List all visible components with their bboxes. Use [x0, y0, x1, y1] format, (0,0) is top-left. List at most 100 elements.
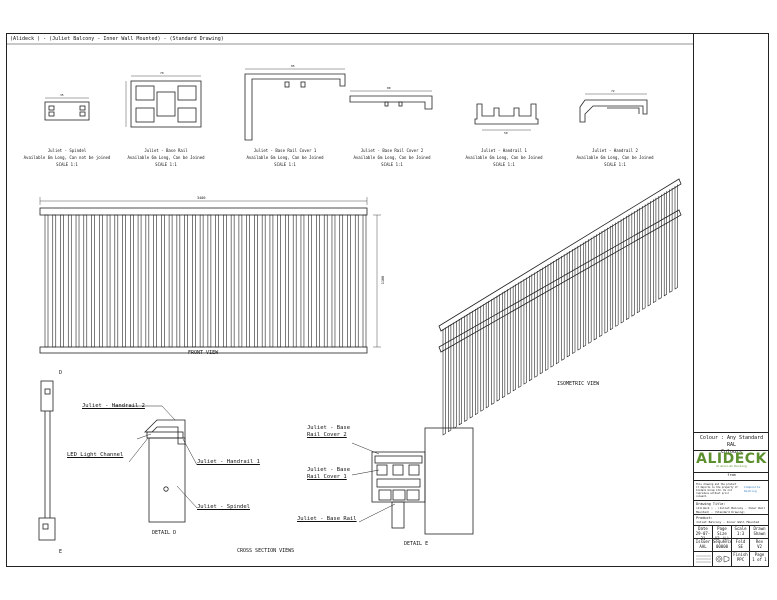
iso-spindle [658, 194, 662, 300]
detail-d-label: DETAIL D [152, 530, 177, 536]
iso-spindle [615, 221, 619, 327]
iso-spindle [674, 184, 678, 290]
stamp-cell [694, 552, 713, 567]
front-view-spindles [44, 214, 367, 348]
front-spindle [269, 214, 274, 348]
iso-spindle [448, 324, 452, 433]
iso-spindle [636, 207, 641, 314]
front-spindle [176, 214, 181, 348]
front-spindle [122, 214, 126, 348]
iso-spindle [502, 290, 506, 399]
front-spindle [354, 214, 359, 348]
iso-spindle [631, 211, 635, 317]
iso-spindle [669, 187, 673, 293]
front-spindle [145, 214, 150, 348]
logo-subtitle: Aluminium Decking [716, 464, 747, 468]
iso-spindle [539, 267, 543, 375]
front-spindle [137, 214, 142, 348]
colour-note: Colour : Any Standard RAL Colours [694, 432, 769, 455]
iso-spindle [561, 254, 565, 361]
base-rail-profile-icon [125, 75, 202, 128]
iso-spindle [577, 244, 581, 351]
iso-spindle [491, 297, 495, 405]
projection-symbol-icon [713, 552, 732, 567]
detail-marker-d: D [59, 370, 63, 376]
callout-led-channel: LED Light Channel [67, 452, 124, 458]
front-spindle [153, 214, 157, 348]
front-view-label: FRONT VIEW [188, 350, 219, 356]
dim-base-rail: 70 [160, 71, 164, 75]
iso-spindle [620, 217, 624, 324]
detail-e-label: DETAIL E [404, 541, 429, 547]
front-spindle [246, 214, 250, 348]
front-spindle [362, 214, 367, 348]
iso-spindle [507, 287, 511, 395]
front-spindle [130, 214, 134, 348]
front-spindle [316, 214, 320, 348]
detail-marker-e: E [59, 549, 63, 555]
dim-spindel: 35 [60, 93, 64, 97]
iso-spindle [453, 320, 457, 429]
iso-spindle [566, 251, 570, 358]
front-spindle [75, 214, 80, 348]
front-spindle [331, 214, 336, 348]
cross-section-label: CROSS SECTION VIEWS [237, 548, 295, 554]
front-spindle [106, 214, 111, 348]
dim-cover-2: 80 [387, 86, 391, 90]
iso-spindle [599, 231, 603, 338]
iso-spindle [518, 280, 522, 388]
front-spindle [308, 214, 313, 348]
iso-spindle [523, 277, 527, 385]
notice-block: This drawing and the product it depicts … [694, 480, 769, 500]
product-block: Product: Juliet Balcony - Inner Wall Mou… [694, 514, 769, 525]
iso-spindle [593, 234, 597, 341]
iso-spindle [458, 317, 462, 426]
side-elevation-detail [38, 380, 56, 541]
iso-spindle [550, 260, 554, 368]
front-spindle [261, 214, 266, 348]
iso-spindle [480, 304, 484, 412]
iso-spindle [496, 294, 500, 402]
isometric-view-spindles [442, 184, 678, 436]
iso-spindle [588, 237, 592, 344]
callout-handrail-1: Juliet - Handrail 1 [197, 459, 260, 465]
iso-spindle [609, 224, 614, 331]
front-spindle [292, 214, 297, 348]
detail-e-drawing [351, 427, 474, 535]
front-view-frame [39, 197, 381, 354]
iso-spindle [529, 274, 533, 382]
iso-spindle [582, 241, 587, 348]
front-spindle [44, 214, 49, 348]
iso-spindle [545, 264, 549, 372]
iso-spindle [469, 310, 473, 419]
front-spindle [184, 214, 188, 348]
callout-base-rail: Juliet - Base Rail [297, 516, 357, 522]
isometric-view-frame [438, 178, 682, 353]
notice-text: This drawing and the product it depicts … [696, 483, 738, 498]
front-spindle [52, 214, 57, 348]
iso-spindle [556, 257, 560, 365]
front-spindle [277, 214, 281, 348]
front-spindle [285, 214, 289, 348]
front-spindle [168, 214, 173, 348]
dim-handrail-2: 72 [611, 89, 615, 93]
front-spindle [161, 214, 165, 348]
iso-spindle [647, 201, 651, 307]
iso-spindle [475, 307, 479, 416]
front-spindle [323, 214, 328, 348]
iso-spindle [642, 204, 646, 310]
iso-spindle [604, 227, 608, 334]
front-view-height-dim: 1100 [381, 275, 386, 285]
iso-spindle [464, 314, 468, 422]
